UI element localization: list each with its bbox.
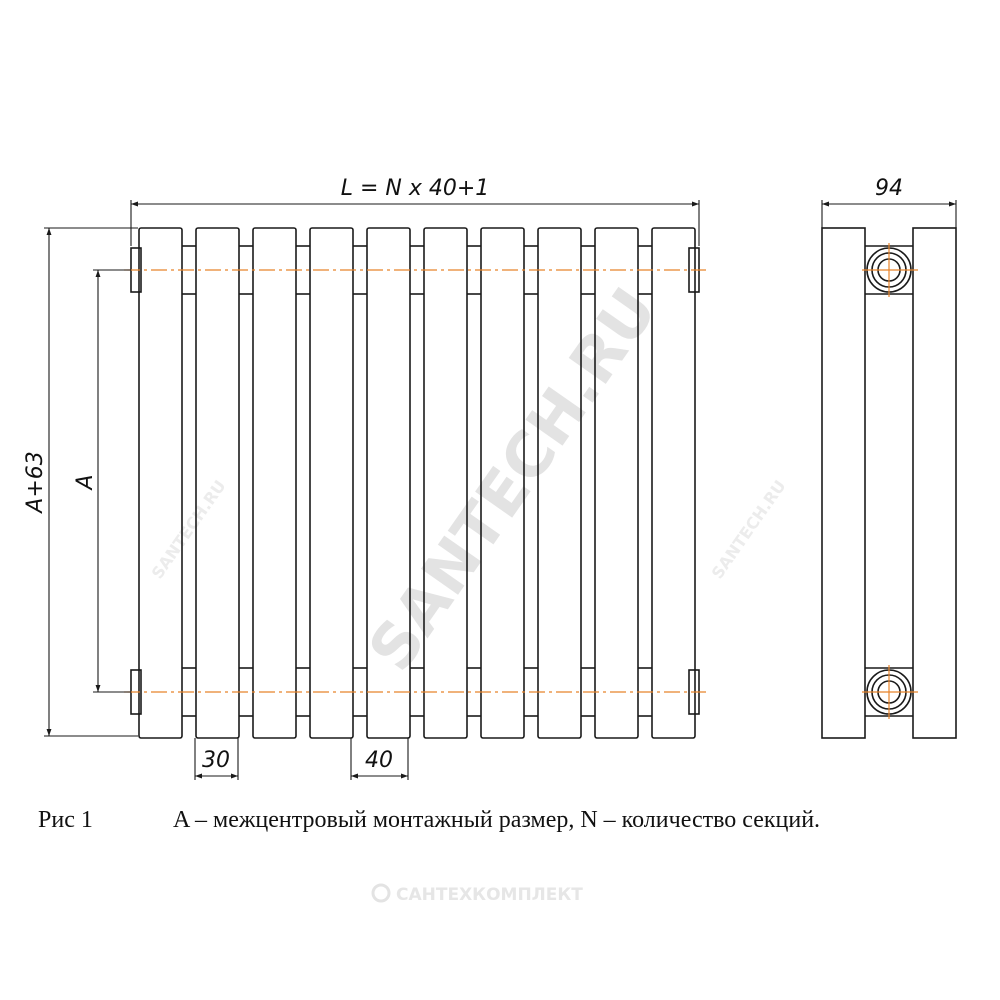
radiator-section	[594, 227, 639, 739]
section-pitch-dimension	[350, 738, 409, 780]
watermark-bottom-text: САНТЕХКОМПЛЕКТ	[396, 885, 583, 905]
watermark-small-left: SANTECH.RU	[148, 477, 230, 583]
side-left-column	[821, 227, 866, 739]
front-view	[130, 227, 700, 739]
overall-height-dimension	[44, 227, 138, 737]
side-view	[821, 227, 957, 739]
side-centerlines	[862, 243, 918, 719]
side-right-column	[912, 227, 957, 739]
length-dimension	[130, 200, 700, 246]
depth-label: 94	[875, 176, 903, 201]
center-distance-label: A	[73, 474, 98, 491]
center-distance-dimension	[93, 269, 131, 693]
radiator-section	[195, 227, 240, 739]
overall-height-label: A+63	[23, 451, 48, 514]
caption-text: A – межцентровый монтажный размер, N – к…	[173, 807, 821, 833]
figure-caption: Рис 1 A – межцентровый монтажный размер, …	[38, 807, 988, 834]
radiator-section	[651, 227, 696, 739]
length-label: L = N x 40+1	[341, 176, 490, 201]
radiator-section	[423, 227, 468, 739]
section-width-label: 30	[202, 748, 230, 773]
radiator-section	[309, 227, 354, 739]
radiator-section	[480, 227, 525, 739]
centerlines	[124, 269, 706, 693]
section-width-dimension	[194, 738, 239, 780]
watermark-bottom: САНТЕХКОМПЛЕКТ	[371, 883, 583, 905]
section-pitch-label: 40	[365, 748, 393, 773]
radiator-section	[366, 227, 411, 739]
figure-number: Рис 1	[38, 807, 93, 833]
watermark-main: SANTECH.RU	[354, 275, 671, 684]
radiator-section	[537, 227, 582, 739]
watermark-small-right: SANTECH.RU	[708, 477, 790, 583]
radiator-section	[252, 227, 297, 739]
radiator-section	[138, 227, 183, 739]
depth-dimension	[821, 200, 957, 228]
